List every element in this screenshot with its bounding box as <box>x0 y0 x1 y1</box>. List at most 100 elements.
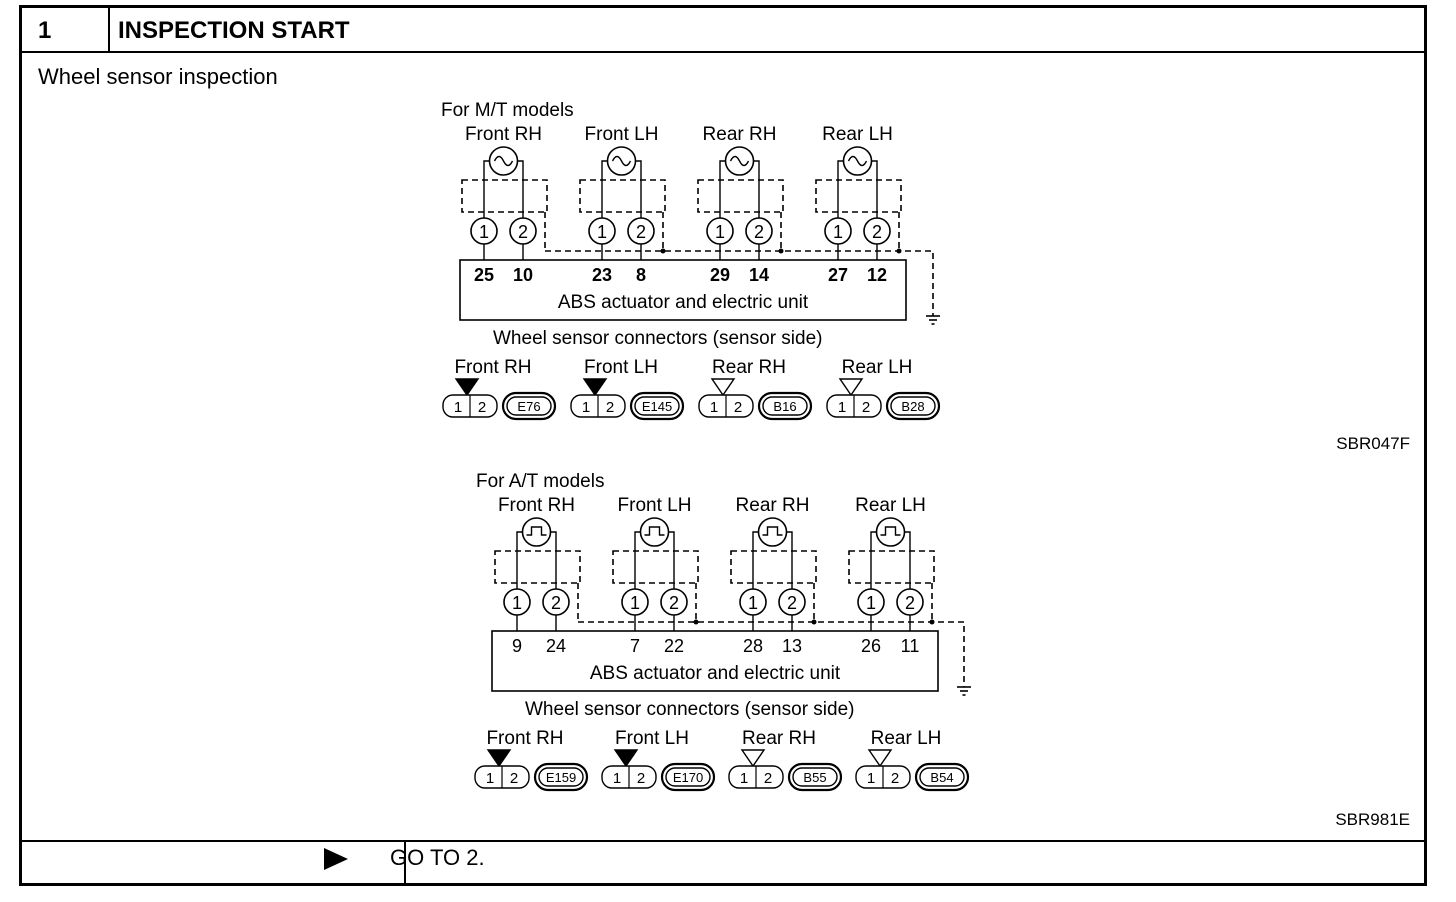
connector-pin: 1 <box>867 770 875 787</box>
sensor-label: Front LH <box>585 124 659 145</box>
pin-number: 1 <box>479 222 489 242</box>
sensor-label: Front RH <box>498 495 575 516</box>
pin-number: 1 <box>630 593 640 613</box>
square-wave-icon <box>757 517 788 547</box>
sensor-wire <box>517 160 524 218</box>
connector-pin: 1 <box>838 399 846 416</box>
sine-wave-icon <box>493 155 514 167</box>
sensor-label: Front LH <box>618 495 692 516</box>
connector-code: B28 <box>901 399 924 414</box>
sine-wave-icon <box>611 155 632 167</box>
connector-code-badge-inner <box>890 396 936 416</box>
connector-tab-icon <box>710 378 736 397</box>
sensor-wire <box>837 160 844 218</box>
connector-label: Rear LH <box>871 728 942 749</box>
connector-label: Rear RH <box>742 728 816 749</box>
shield-box <box>848 550 935 584</box>
connector-pin: 1 <box>613 770 621 787</box>
connector-label: Rear LH <box>842 357 913 378</box>
pin-number: 2 <box>551 593 561 613</box>
shield-box <box>461 179 548 213</box>
connector-tab-icon <box>486 749 512 768</box>
sensor-label: Rear LH <box>855 495 926 516</box>
terminal-number: 22 <box>664 636 684 656</box>
right-triangle-arrow-icon <box>324 848 348 870</box>
shield-box <box>612 550 699 584</box>
abs-unit-box <box>459 259 907 321</box>
terminal-number: 24 <box>546 636 566 656</box>
connector-code: E76 <box>517 399 540 414</box>
header-divider <box>22 51 1424 53</box>
step-subtitle: Wheel sensor inspection <box>38 64 278 89</box>
sensor-wire <box>870 531 877 589</box>
terminal-number: 27 <box>828 265 848 285</box>
connector-tab-icon <box>582 378 608 397</box>
step-title: INSPECTION START <box>118 17 350 44</box>
connector-label: Front RH <box>454 357 531 378</box>
terminal-number: 11 <box>901 636 920 656</box>
sensor-wire <box>516 531 523 589</box>
connector-tab-icon <box>838 378 864 397</box>
pin-number: 1 <box>866 593 876 613</box>
connector-pin: 2 <box>606 399 614 416</box>
connector-label: Rear RH <box>712 357 786 378</box>
connector-code: E145 <box>642 399 672 414</box>
square-wave-icon <box>875 517 906 547</box>
shield-box <box>697 179 784 213</box>
sensor-wire <box>904 531 911 589</box>
connector-pin: 2 <box>764 770 772 787</box>
connector-pin: 2 <box>510 770 518 787</box>
connector-code-badge-inner <box>634 396 680 416</box>
square-wave-icon <box>762 526 783 536</box>
sensor-wire <box>752 531 759 589</box>
connectors-title: Wheel sensor connectors (sensor side) <box>493 328 822 349</box>
junction-dot <box>660 248 666 254</box>
sensor-label: Rear RH <box>736 495 810 516</box>
sensor-label: Front RH <box>465 124 542 145</box>
shield-box <box>815 179 902 213</box>
connector-tab-icon <box>613 749 639 768</box>
model-label: For M/T models <box>441 100 574 121</box>
pin-number: 1 <box>833 222 843 242</box>
shield-box <box>730 550 817 584</box>
connector-pin: 2 <box>478 399 486 416</box>
terminal-number: 10 <box>513 265 533 285</box>
pin-number: 2 <box>905 593 915 613</box>
abs-unit-box <box>491 630 939 692</box>
terminal-number: 28 <box>743 636 763 656</box>
connector-code-badge-inner <box>762 396 808 416</box>
step-number: 1 <box>38 17 52 44</box>
connector-pin: 2 <box>891 770 899 787</box>
connector-pin: 2 <box>637 770 645 787</box>
pin-number: 2 <box>754 222 764 242</box>
sensor-wire <box>634 531 641 589</box>
connector-code: B55 <box>803 770 826 785</box>
connector-pin: 2 <box>862 399 870 416</box>
sensor-wire <box>601 160 608 218</box>
goto-next-step[interactable]: GO TO 2. <box>390 845 485 870</box>
connector-code: E159 <box>546 770 576 785</box>
sensor-wire <box>871 160 878 218</box>
pin-number: 1 <box>512 593 522 613</box>
connector-pin: 1 <box>710 399 718 416</box>
shield-box <box>494 550 581 584</box>
connector-pin: 1 <box>486 770 494 787</box>
connectors-title: Wheel sensor connectors (sensor side) <box>525 699 854 720</box>
connector-code: B54 <box>930 770 953 785</box>
sine-wave-icon <box>729 155 750 167</box>
terminal-number: 12 <box>867 265 887 285</box>
pin-number: 1 <box>748 593 758 613</box>
connector-code: E170 <box>673 770 703 785</box>
connector-tab-icon <box>867 749 893 768</box>
terminal-number: 25 <box>474 265 494 285</box>
footer-divider <box>22 840 1424 842</box>
terminal-number: 14 <box>749 265 769 285</box>
connector-tab-icon <box>454 378 480 397</box>
